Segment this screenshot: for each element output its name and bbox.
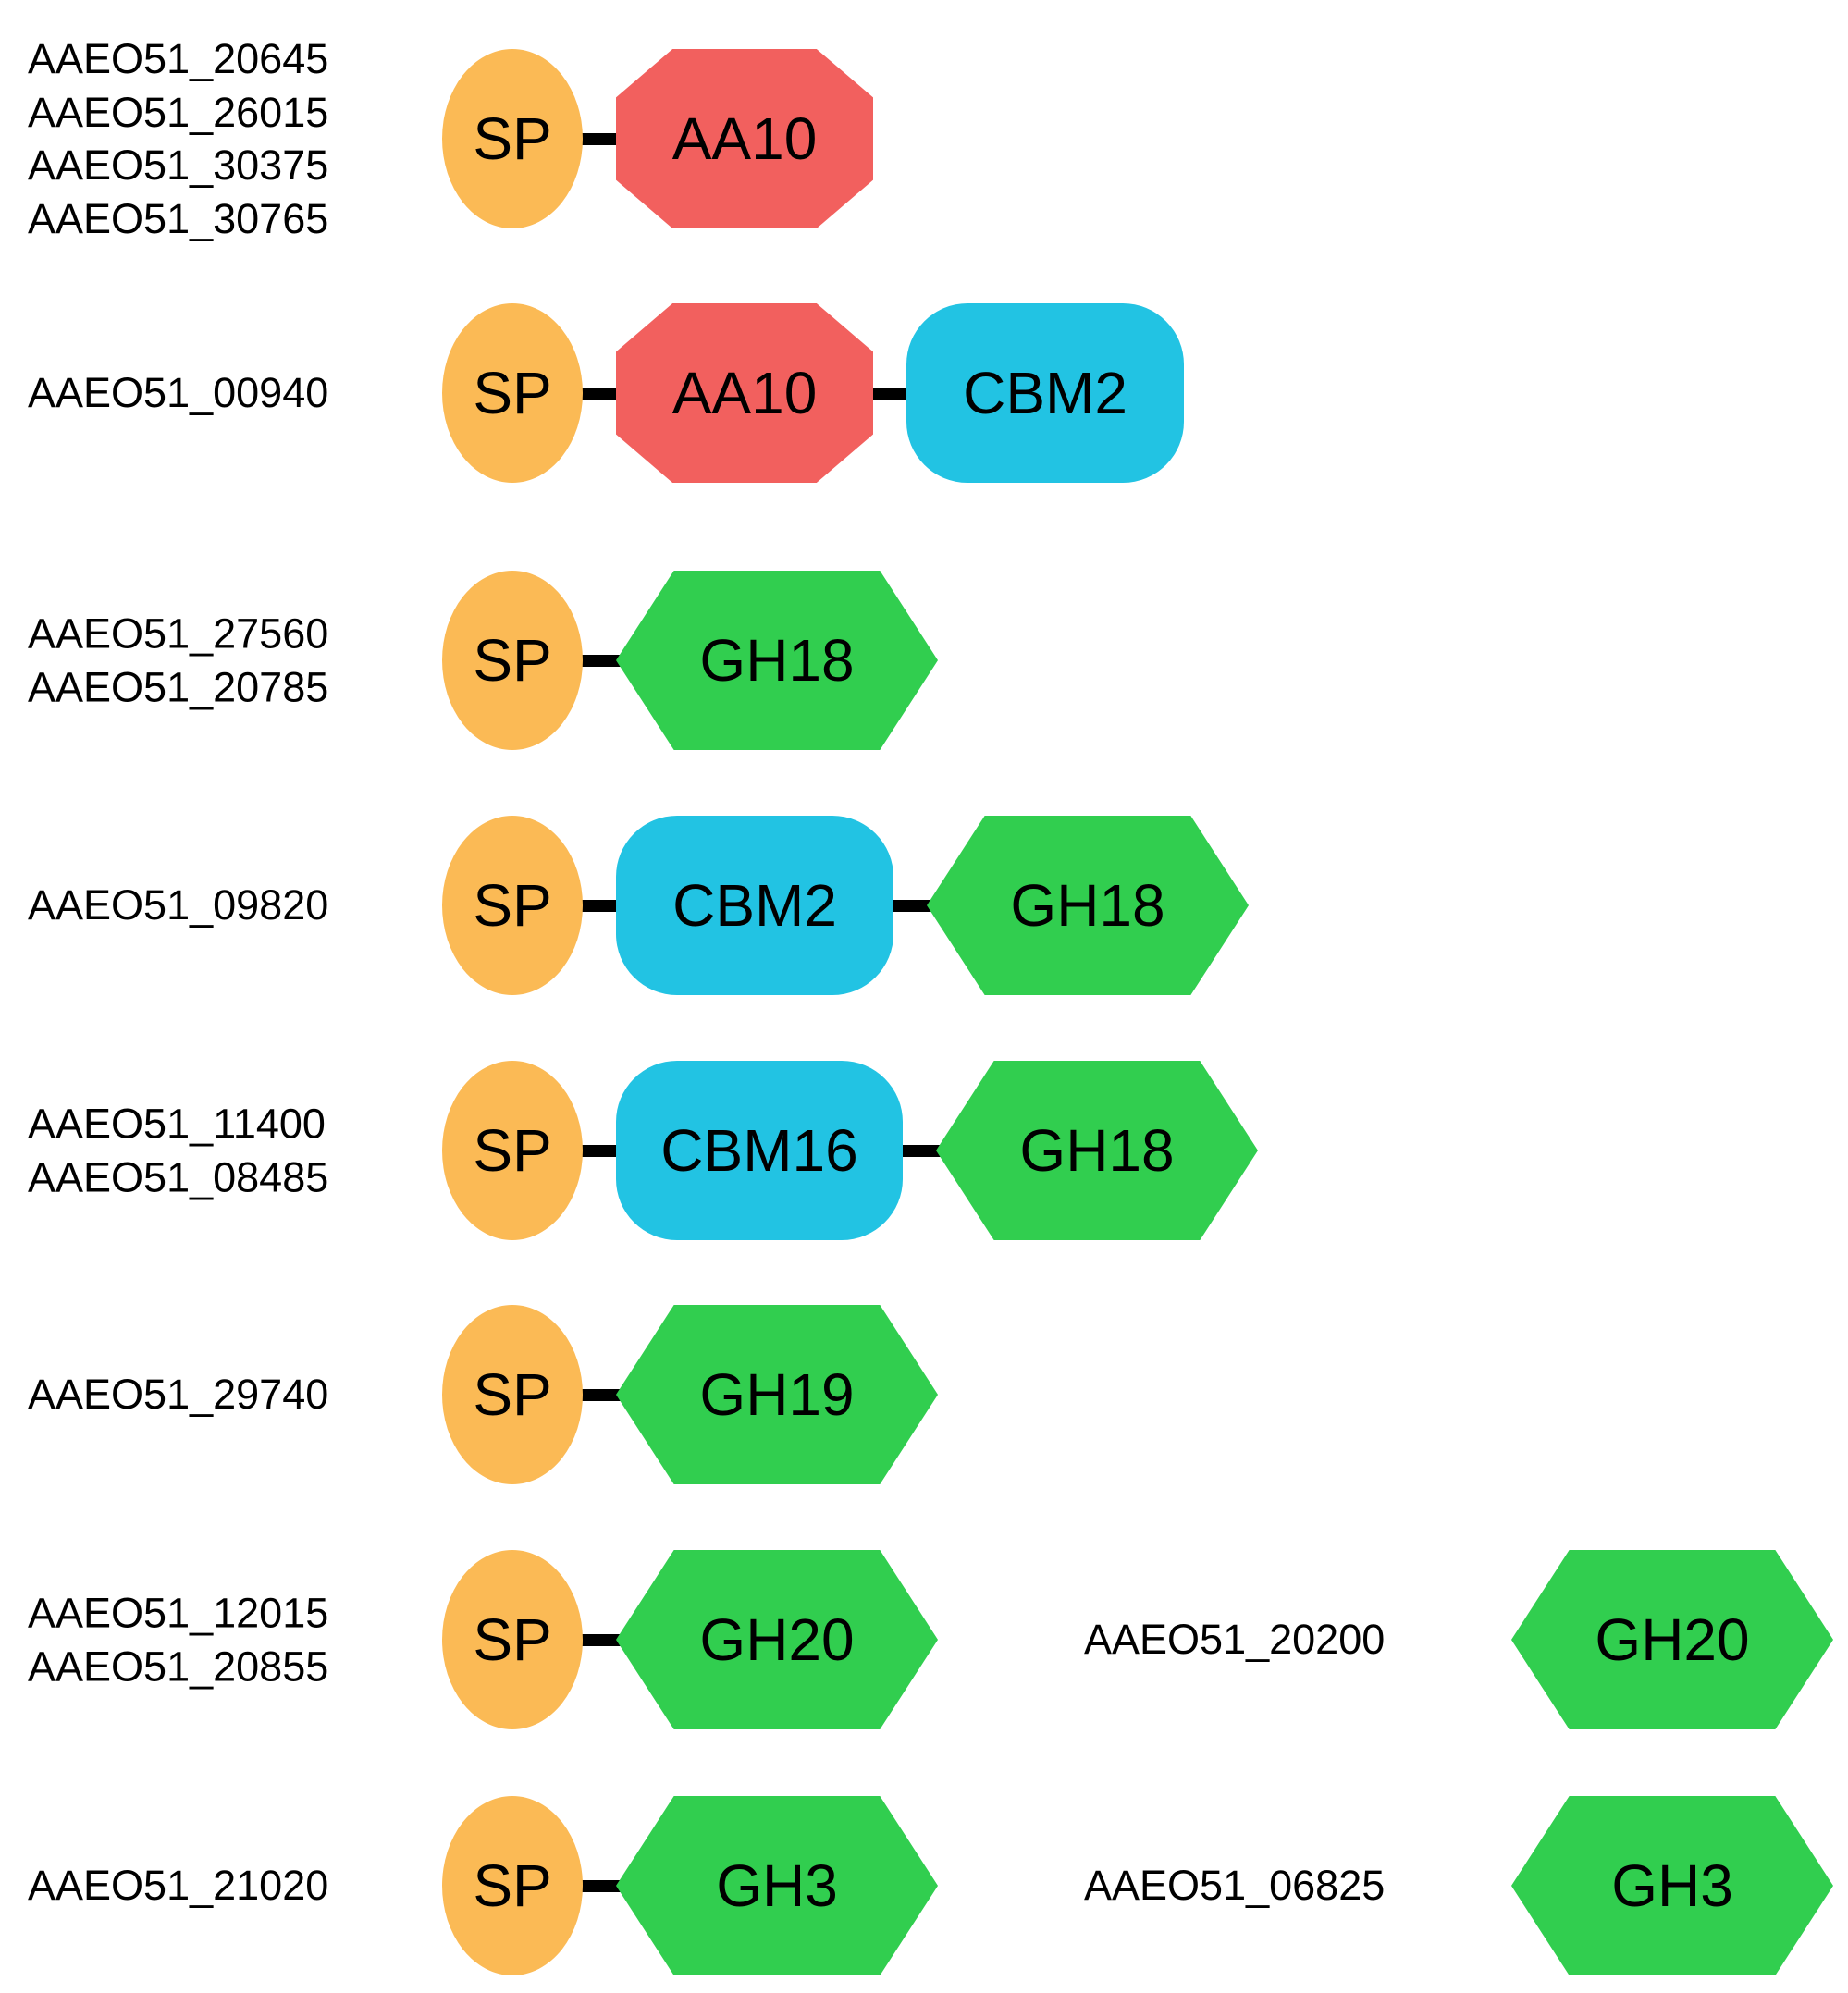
domain-chain: GH20 (1511, 1549, 1833, 1730)
gh20-domain: GH20 (616, 1550, 938, 1729)
sp-domain: SP (442, 1305, 583, 1484)
protein-row-gh18: AAEO51_27560 AAEO51_20785 SP GH18 (0, 570, 1848, 751)
domain-label: SP (473, 105, 552, 172)
domain-connector (570, 1633, 629, 1646)
domain-label: SP (473, 627, 552, 694)
gene-label: AAEO51_20855 (28, 1642, 329, 1690)
domain-label: GH3 (716, 1852, 838, 1919)
domain-label: CBM2 (963, 360, 1127, 426)
domain-chain: SP GH20 (442, 1549, 938, 1730)
protein-row-gh20: AAEO51_12015 AAEO51_20855 SP GH20 AAEO51… (0, 1549, 1848, 1730)
domain-chain: SP CBM16 GH18 (442, 1060, 1258, 1241)
gh18-domain: GH18 (936, 1061, 1258, 1240)
gene-label: AAEO51_08485 (28, 1153, 329, 1200)
domain-label: SP (473, 1361, 552, 1428)
cbm16-domain: CBM16 (616, 1061, 903, 1240)
sp-domain: SP (442, 49, 583, 228)
gene-label: AAEO51_12015 (28, 1589, 329, 1637)
gh19-domain: GH19 (616, 1305, 938, 1484)
domain-connector (890, 1144, 949, 1157)
gh18-domain: GH18 (616, 571, 938, 750)
gh18-domain: GH18 (927, 816, 1249, 995)
gene-labels: AAEO51_09820 (28, 879, 328, 932)
sp-domain: SP (442, 1061, 583, 1240)
domain-connector (570, 1144, 629, 1157)
gene-label: AAEO51_26015 (28, 88, 329, 136)
domain-chain: SP AA10 (442, 48, 873, 229)
domain-label: CBM16 (660, 1117, 858, 1184)
gh20-domain: GH20 (1511, 1550, 1833, 1729)
gene-labels: AAEO51_27560 AAEO51_20785 (28, 607, 328, 713)
domain-label: CBM2 (672, 872, 837, 939)
sp-domain: SP (442, 303, 583, 483)
gene-label: AAEO51_30765 (28, 194, 329, 242)
domain-label: AA10 (671, 360, 818, 426)
sp-domain: SP (442, 571, 583, 750)
gene-label: AAEO51_09820 (28, 881, 329, 929)
domain-label: SP (473, 1117, 552, 1184)
gene-labels: AAEO51_06825 (1084, 1859, 1385, 1913)
gene-label: AAEO51_21020 (28, 1862, 329, 1910)
protein-row-aa10-cbm2: AAEO51_00940 SP AA10 CBM2 (0, 302, 1848, 484)
protein-row-cbm16-gh18: AAEO51_11400 AAEO51_08485 SP CBM16 GH18 (0, 1060, 1848, 1241)
gene-labels: AAEO51_20200 (1084, 1613, 1385, 1667)
gene-labels: AAEO51_21020 (28, 1859, 328, 1913)
aa10-domain: AA10 (616, 303, 873, 483)
gene-labels: AAEO51_12015 AAEO51_20855 (28, 1586, 328, 1692)
gh3-domain: GH3 (616, 1796, 938, 1975)
domain-chain: SP AA10 CBM2 (442, 302, 1184, 484)
gene-labels: AAEO51_20645 AAEO51_26015 AAEO51_30375 A… (28, 32, 328, 245)
gene-label: AAEO51_20785 (28, 663, 329, 710)
gene-labels: AAEO51_00940 (28, 366, 328, 420)
domain-label: SP (473, 1606, 552, 1673)
aa10-domain: AA10 (616, 49, 873, 228)
cbm2-domain: CBM2 (906, 303, 1184, 483)
domain-connector (570, 1388, 629, 1401)
domain-connector (570, 899, 629, 912)
domain-connector (881, 899, 940, 912)
domain-label: GH18 (699, 627, 855, 694)
domain-connector (570, 132, 629, 145)
sp-domain: SP (442, 816, 583, 995)
gene-label: AAEO51_11400 (28, 1100, 326, 1148)
gene-label: AAEO51_06825 (1084, 1862, 1386, 1910)
gene-labels: AAEO51_29740 (28, 1368, 328, 1421)
domain-label: GH18 (1019, 1117, 1175, 1184)
gene-label: AAEO51_29740 (28, 1371, 329, 1419)
sp-domain: SP (442, 1796, 583, 1975)
domain-chain: SP GH3 (442, 1795, 938, 1976)
domain-label: GH18 (1010, 872, 1165, 939)
domain-label: GH19 (699, 1361, 855, 1428)
gene-label: AAEO51_30375 (28, 141, 329, 189)
domain-label: SP (473, 360, 552, 426)
protein-row-gh3: AAEO51_21020 SP GH3 AAEO51_06825 GH3 (0, 1795, 1848, 1976)
domain-chain: SP GH18 (442, 570, 938, 751)
cbm2-domain: CBM2 (616, 816, 893, 995)
protein-row-gh19: AAEO51_29740 SP GH19 (0, 1304, 1848, 1485)
gene-label: AAEO51_20645 (28, 34, 329, 82)
domain-label: GH20 (1595, 1606, 1750, 1673)
sp-domain: SP (442, 1550, 583, 1729)
domain-label: SP (473, 872, 552, 939)
domain-connector (570, 654, 629, 667)
domain-connector (570, 1879, 629, 1892)
domain-connector (860, 387, 919, 400)
gene-label: AAEO51_00940 (28, 369, 329, 417)
domain-chain: GH3 (1511, 1795, 1833, 1976)
domain-chain: SP CBM2 GH18 (442, 815, 1249, 996)
domain-label: SP (473, 1852, 552, 1919)
gene-labels: AAEO51_11400 AAEO51_08485 (28, 1097, 328, 1203)
gh3-domain: GH3 (1511, 1796, 1833, 1975)
domain-chain: SP GH19 (442, 1304, 938, 1485)
domain-connector (570, 387, 629, 400)
domain-label: AA10 (671, 105, 818, 172)
gene-label: AAEO51_20200 (1084, 1616, 1386, 1664)
gene-label: AAEO51_27560 (28, 609, 329, 658)
domain-label: GH20 (699, 1606, 855, 1673)
domain-label: GH3 (1611, 1852, 1733, 1919)
protein-row-cbm2-gh18: AAEO51_09820 SP CBM2 GH18 (0, 815, 1848, 996)
protein-row-aa10: AAEO51_20645 AAEO51_26015 AAEO51_30375 A… (0, 35, 1848, 242)
